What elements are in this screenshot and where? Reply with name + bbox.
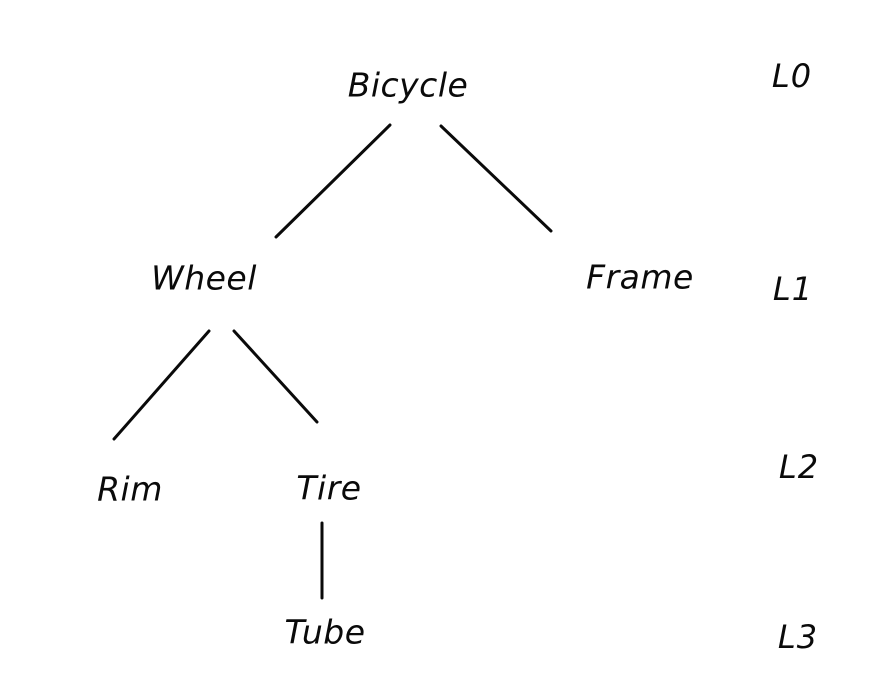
node-frame[interactable]: Frame <box>586 257 694 297</box>
edge-wheel-tire <box>232 329 319 424</box>
node-wheel[interactable]: Wheel <box>151 258 257 298</box>
edge-wheel-rim <box>112 329 211 441</box>
node-tire[interactable]: Tire <box>296 468 362 508</box>
node-tube[interactable]: Tube <box>284 612 366 652</box>
edge-bicycle-frame <box>439 124 553 233</box>
level-label-l2: L2 <box>778 448 820 486</box>
level-label-l0: L0 <box>771 57 813 95</box>
level-label-l1: L1 <box>772 270 814 308</box>
level-label-l3: L3 <box>777 618 819 656</box>
edge-bicycle-wheel <box>274 123 392 239</box>
node-bicycle[interactable]: Bicycle <box>347 65 469 105</box>
node-rim[interactable]: Rim <box>97 469 163 509</box>
